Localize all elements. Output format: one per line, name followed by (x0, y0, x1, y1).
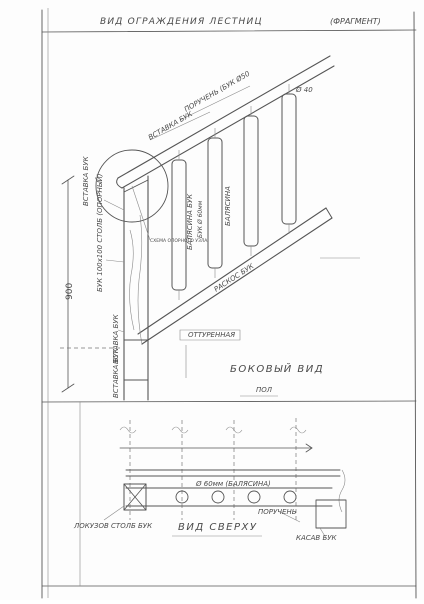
height-dimension: 900 (61, 175, 75, 393)
top-handrail-band (125, 487, 333, 507)
label-attachment-top: ВСТАВКА БУК (147, 109, 195, 141)
top-baluster-3 (247, 490, 261, 504)
label-baluster: БАЛЯСИНА БУК (186, 193, 194, 250)
height-dim-label: 900 (65, 283, 75, 300)
side-balusters (171, 84, 297, 300)
node-detail-circle (95, 149, 169, 223)
label-top-post-left: ЛОКУЗОВ СТОЛБ БУК (73, 522, 153, 530)
label-step-note: ОТТУРЕННАЯ (188, 331, 235, 339)
label-bottom-insert: ВСТАВКА БУК (112, 313, 120, 364)
baluster-3 (243, 106, 259, 256)
label-top-handrail: ПОРУЧЕНЬ (258, 508, 297, 516)
newel-post (123, 175, 149, 401)
label-insert-post: ВСТАВКА БУК (82, 155, 90, 206)
baluster-2 (207, 128, 223, 278)
sheet-title-note: (ФРАГМЕНТ) (330, 17, 381, 26)
side-view: 900 ВСТАВКА БУК ПОРУЧЕНЬ (БУК Ø50 Ø 40 В… (60, 55, 360, 401)
baluster-1 (171, 150, 187, 300)
sheet-title: ВИД ОГРАЖДЕНИЯ ЛЕСТНИЦ (100, 17, 263, 27)
sheet-frame (41, 8, 417, 599)
label-small-mark: Ø 40 (295, 86, 313, 94)
label-top-post-right: КАСАВ БУК (296, 534, 338, 542)
top-newel-post (123, 483, 147, 511)
top-baluster-4 (283, 490, 297, 504)
baluster-4 (281, 84, 297, 234)
handrail-upper (116, 55, 335, 189)
top-baluster-1 (175, 490, 189, 504)
label-floor: ПОЛ (256, 386, 273, 394)
top-view-caption: ВИД СВЕРХУ (178, 522, 257, 533)
label-baluster-right: БАЛЯСИНА (224, 186, 232, 226)
stringer-rail (137, 207, 333, 345)
label-stringer: РАСКОС БУК (213, 262, 256, 294)
side-view-caption: БОКОВЫЙ ВИД (230, 362, 324, 375)
label-post: БУК 100х100 СТОЛБ (ОПОРНЫЙ) (95, 173, 104, 292)
top-balusters (175, 490, 297, 504)
top-view-guides (79, 402, 297, 586)
label-node-detail: СХЕМА ОПОРНОГО УЗЛА (150, 238, 208, 244)
label-top-balusters: Ø 60мм (БАЛЯСИНА) (195, 480, 271, 488)
label-baluster-size: БУК Ø 60мм (197, 200, 204, 238)
label-post-bottom: ВСТАВКА БУК (112, 347, 120, 398)
top-baluster-2 (211, 490, 225, 504)
top-view: Ø 60мм (БАЛЯСИНА) ПОРУЧЕНЬ ЛОКУЗОВ СТОЛБ… (73, 402, 347, 586)
